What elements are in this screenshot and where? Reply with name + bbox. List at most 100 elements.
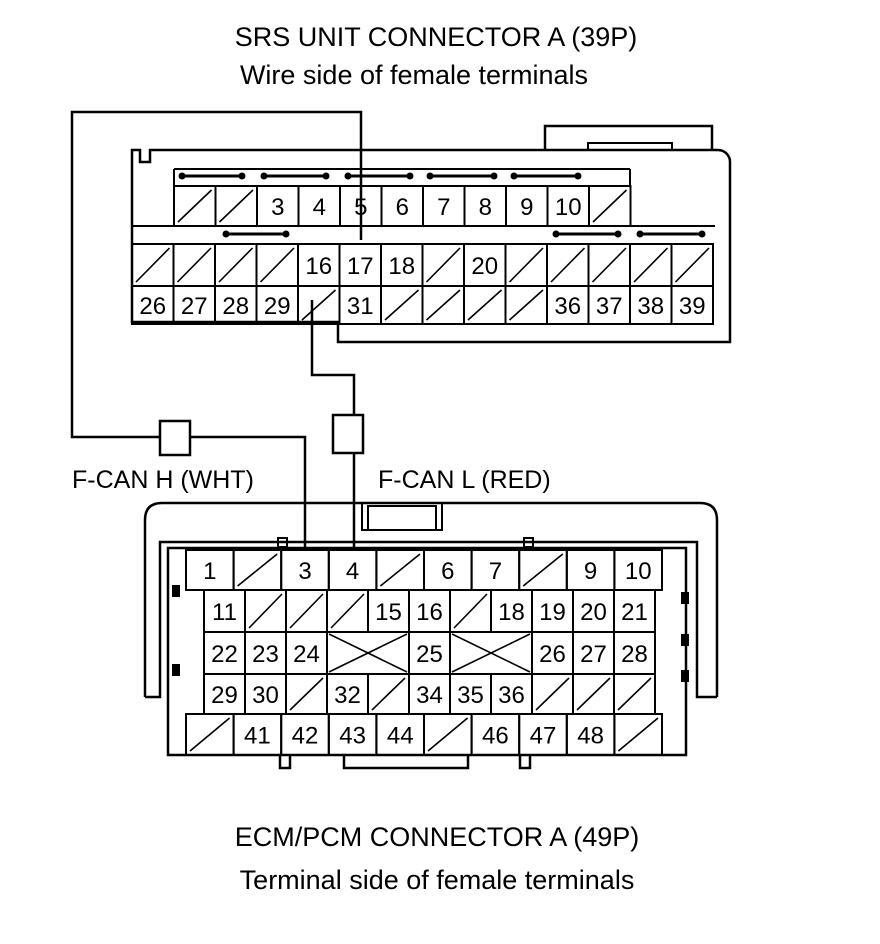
srs-terminal-number: 28: [222, 293, 249, 320]
ecm-terminal-cell: [367, 673, 410, 715]
srs-terminal-number: 29: [264, 293, 291, 320]
ecm-terminal-cell: [285, 589, 328, 633]
ecm-terminal-cell: 1: [185, 549, 235, 591]
srs-shorting-bar: [222, 230, 290, 238]
can-l-wire-label: F-CAN L (RED): [378, 466, 551, 494]
ecm-terminal-cell: 10: [613, 549, 664, 591]
can-wiring: [70, 110, 365, 548]
ecm-terminal-cell: [531, 673, 574, 715]
ecm-terminal-cell: 20: [572, 589, 615, 633]
can-h-wire-splice: [158, 419, 192, 457]
ecm-terminal-number: 26: [539, 641, 566, 668]
ecm-terminal-cell: [613, 713, 664, 756]
srs-terminal-cell: [421, 243, 465, 287]
ecm-terminal-number: 23: [252, 641, 279, 668]
ecm-terminal-number: 41: [244, 723, 271, 750]
ecm-terminal-cell: 4: [327, 549, 378, 591]
srs-shorting-bar: [510, 172, 582, 180]
ecm-terminal-number: 25: [416, 641, 443, 668]
ecm-terminal-cell: 9: [565, 549, 616, 591]
srs-terminal-number: 17: [347, 253, 374, 280]
ecm-terminal-number: 27: [580, 641, 607, 668]
ecm-terminal-number: 29: [211, 682, 238, 709]
srs-terminal-number: 39: [679, 293, 706, 320]
srs-terminal-cell: 28: [214, 285, 258, 325]
ecm-terminal-number: 22: [211, 641, 238, 668]
srs-terminal-cell: [214, 185, 258, 227]
ecm-terminal-cell: [244, 589, 287, 633]
ecm-terminal-number: 15: [375, 599, 402, 626]
ecm-terminal-cell: 19: [531, 589, 574, 633]
srs-terminal-cell: [172, 243, 216, 287]
ecm-terminal-cell: 28: [613, 631, 656, 675]
srs-terminal-number: 26: [139, 293, 166, 320]
ecm-terminal-number: 7: [489, 558, 502, 585]
srs-terminal-number: 9: [520, 194, 533, 221]
srs-terminal-cell: [421, 285, 465, 325]
srs-terminal-number: 20: [471, 253, 498, 280]
ecm-terminal-cell: [423, 713, 473, 756]
ecm-terminal-cell: 36: [490, 673, 533, 715]
srs-terminal-cell: [504, 285, 548, 325]
srs-terminal-number: 36: [554, 293, 581, 320]
ecm-terminal-number: 11: [212, 599, 237, 626]
srs-terminal-cell: 8: [463, 185, 507, 227]
srs-terminal-cell: [463, 285, 507, 325]
ecm-terminal-cell: 44: [375, 713, 425, 756]
srs-shorting-bar: [426, 172, 498, 180]
ecm-terminal-cell: 16: [408, 589, 451, 633]
ecm-terminal-cell: 41: [232, 713, 283, 756]
ecm-terminal-cell: [285, 673, 328, 715]
ecm-terminal-cell: 22: [203, 631, 246, 675]
srs-shorting-bar: [552, 230, 622, 238]
srs-terminal-cell: [255, 243, 299, 287]
srs-terminal-cell: 9: [505, 185, 549, 227]
ecm-terminal-cell: [375, 549, 425, 591]
ecm-terminal-cell: 42: [280, 713, 330, 756]
ecm-terminal-cell: 27: [572, 631, 615, 675]
ecm-terminal-cell: 29: [203, 673, 246, 715]
srs-terminal-cell: 31: [338, 285, 382, 325]
ecm-connector-housing: [143, 501, 719, 770]
srs-terminal-cell: 7: [422, 185, 466, 227]
srs-terminal-number: 7: [437, 194, 450, 221]
ecm-terminal-number: 21: [621, 599, 648, 626]
ecm-terminal-cell: 32: [326, 673, 369, 715]
srs-terminal-cell: [546, 243, 590, 287]
ecm-terminal-cell: 11: [203, 589, 246, 633]
ecm-terminal-cell: 18: [490, 589, 533, 633]
ecm-terminal-cell: [449, 631, 533, 675]
srs-terminal-number: 38: [637, 293, 664, 320]
ecm-terminal-number: 9: [584, 558, 597, 585]
srs-terminal-cell: 3: [256, 185, 300, 227]
ecm-terminal-number: 18: [498, 599, 525, 626]
srs-shorting-bars: [132, 168, 715, 238]
ecm-terminal-number: 47: [530, 723, 557, 750]
ecm-terminal-number: 34: [416, 682, 443, 709]
srs-connector-title: SRS UNIT CONNECTOR A (39P): [235, 22, 638, 52]
srs-terminal-cell: [173, 185, 217, 227]
ecm-terminal-number: 44: [387, 723, 414, 750]
srs-terminal-cell: 4: [297, 185, 341, 227]
ecm-terminal-number: 19: [539, 599, 566, 626]
ecm-terminal-cell: 6: [423, 549, 473, 591]
srs-shorting-bar: [260, 172, 330, 180]
srs-terminal-cell: [587, 243, 631, 287]
ecm-connector-subtitle: Terminal side of female terminals: [240, 865, 635, 895]
can-h-wire-label: F-CAN H (WHT): [72, 466, 254, 494]
ecm-terminal-cell: 35: [449, 673, 492, 715]
ecm-terminal-cell: 21: [613, 589, 656, 633]
ecm-terminal-number: 24: [293, 641, 320, 668]
srs-terminal-cell: [380, 285, 424, 325]
srs-terminal-number: 6: [396, 194, 409, 221]
ecm-terminal-cell: 15: [367, 589, 410, 633]
srs-terminal-number: 31: [347, 293, 374, 320]
srs-terminal-cell: 39: [670, 285, 714, 325]
ecm-terminal-cell: 48: [565, 713, 616, 756]
ecm-terminal-number: 32: [334, 682, 361, 709]
srs-terminal-cell: [504, 243, 548, 287]
